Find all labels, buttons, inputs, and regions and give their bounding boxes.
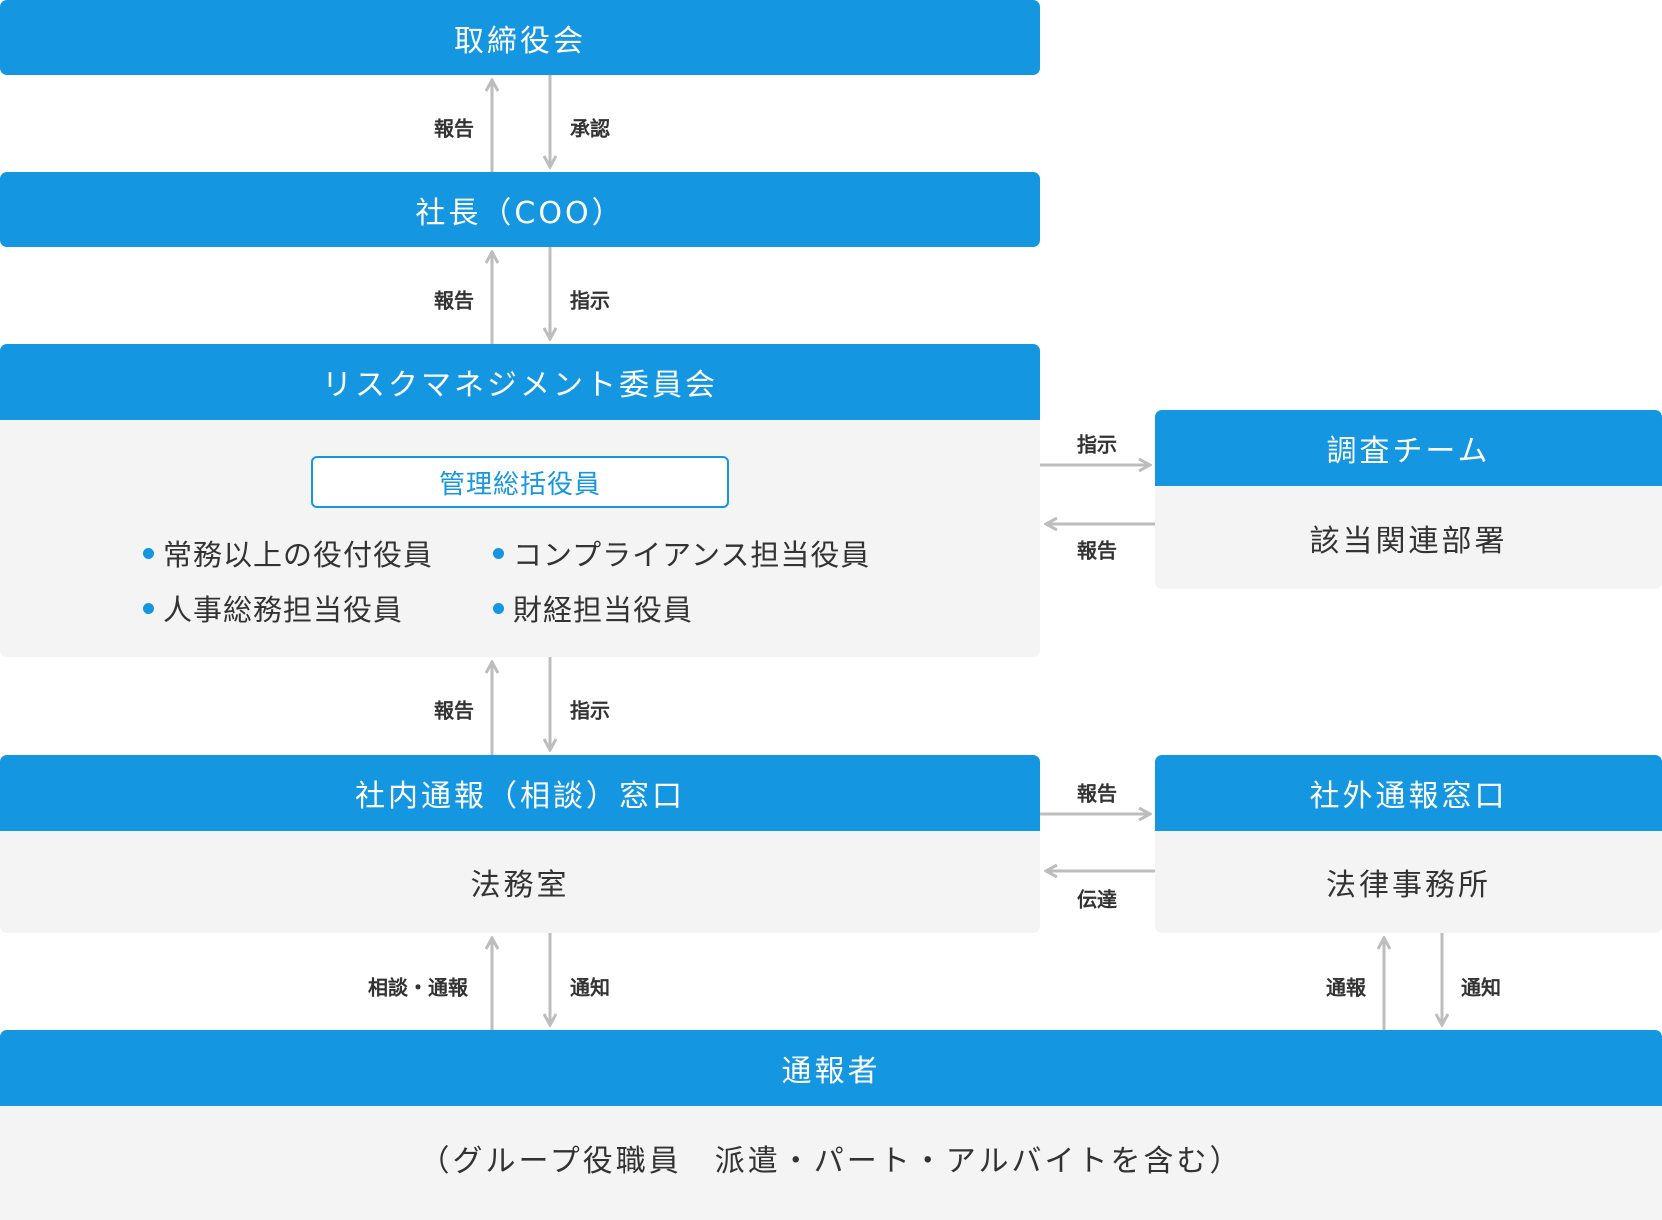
label-consult-report: 相談・通報 [368,975,468,1000]
reporter-box: 通報者 （グループ役職員 派遣・パート・アルバイトを含む） [0,1030,1662,1220]
external-desk-title: 社外通報窓口 [1155,755,1662,831]
board-title: 取締役会 [0,0,1040,75]
investigation-title: 調査チーム [1155,410,1662,486]
reporter-body: （グループ役職員 派遣・パート・アルバイトを含む） [419,1144,1243,1179]
label-instruct: 指示 [1077,432,1117,457]
label-notify: 通知 [1461,975,1501,1000]
label-report: 報告 [1077,781,1117,806]
label-report: 報告 [1077,538,1117,563]
member-item: 常務以上の役付役員 [143,532,433,574]
board-box: 取締役会 [0,0,1040,75]
label-instruct: 指示 [570,288,610,313]
member-item: 財経担当役員 [493,587,693,629]
member-item: コンプライアンス担当役員 [493,532,870,574]
investigation-box: 調査チーム 該当関連部署 [1155,410,1662,589]
external-desk-box: 社外通報窓口 法律事務所 [1155,755,1662,933]
label-transmit: 伝達 [1077,887,1117,912]
label-report: 報告 [434,698,474,723]
president-title: 社長（COO） [0,172,1040,247]
label-notify: 通知 [570,975,610,1000]
label-whistle: 通報 [1326,975,1366,1000]
member-item: 人事総務担当役員 [143,587,403,629]
bullet-icon [493,547,504,559]
label-report: 報告 [434,288,474,313]
president-box: 社長（COO） [0,172,1040,247]
bullet-icon [143,602,154,614]
reporter-title: 通報者 [0,1030,1662,1106]
internal-desk-title: 社内通報（相談）窓口 [0,755,1040,831]
bullet-icon [493,602,504,614]
chief-officer-label: 管理総括役員 [311,456,729,508]
bullet-icon [143,547,154,559]
investigation-body: 該当関連部署 [1309,523,1508,559]
risk-committee-title: リスクマネジメント委員会 [0,344,1040,420]
label-approve: 承認 [570,116,610,141]
label-report: 報告 [434,116,474,141]
internal-desk-body: 法務室 [470,868,570,903]
label-instruct: 指示 [570,698,610,723]
internal-desk-box: 社内通報（相談）窓口 法務室 [0,755,1040,933]
external-desk-body: 法律事務所 [1326,868,1491,903]
